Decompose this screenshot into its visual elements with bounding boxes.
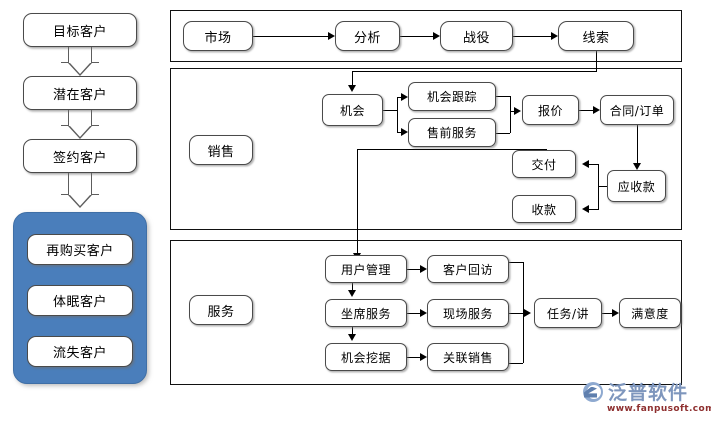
retention-item-repurchase[interactable]: 再购买客户 xyxy=(27,234,133,265)
panel-marketing xyxy=(170,10,682,62)
edge-agent-to-mining xyxy=(352,327,353,336)
retention-item-churned[interactable]: 流失客户 xyxy=(27,336,133,367)
node-opportunity-tracking[interactable]: 机会跟踪 xyxy=(408,82,496,111)
node-lead[interactable]: 线索 xyxy=(558,21,634,51)
edge-presale-merge xyxy=(496,133,510,134)
edge-opp-split xyxy=(397,97,398,132)
block-arrow-potential-to-signed xyxy=(61,110,99,139)
node-agent-service[interactable]: 坐席服务 xyxy=(325,299,407,327)
edge-merge-to-quote xyxy=(510,111,516,112)
node-user-management[interactable]: 用户管理 xyxy=(325,255,407,283)
edge-sales-to-service-horizontal xyxy=(357,149,547,150)
section-label-service: 服务 xyxy=(189,295,253,325)
node-market[interactable]: 市场 xyxy=(183,21,253,51)
arrowhead-lead-to-opportunity xyxy=(348,85,356,92)
edge-usermgmt-to-agent xyxy=(352,283,353,292)
arrowhead-quote-to-contract xyxy=(593,106,600,114)
edge-analysis-campaign xyxy=(400,36,433,37)
edge-merge-vertical xyxy=(510,96,511,133)
edge-sales-to-service-vertical xyxy=(357,149,358,257)
arrowhead-agent-to-field xyxy=(420,309,427,317)
edge-receivable-to-receipt xyxy=(589,209,599,210)
edge-crosssell-merge xyxy=(509,363,523,364)
panel-service xyxy=(170,240,682,385)
node-field-service[interactable]: 现场服务 xyxy=(427,299,509,327)
block-arrow-target-to-potential xyxy=(61,47,99,76)
edge-lead-left xyxy=(352,71,597,72)
node-task[interactable]: 任务/讲 xyxy=(534,298,602,328)
brand-url: www.fanpusoft.com xyxy=(607,404,711,414)
arrowhead-opp-to-presale xyxy=(401,128,408,136)
edge-service-merge-vertical xyxy=(523,262,524,363)
node-cross-sell[interactable]: 关联销售 xyxy=(427,343,509,371)
node-receivable[interactable]: 应收款 xyxy=(607,170,666,202)
edge-field-merge xyxy=(509,313,523,314)
edge-campaign-lead xyxy=(513,36,551,37)
brand-logo: 泛普软件 www.fanpusoft.com xyxy=(583,378,711,414)
panel-sales xyxy=(170,68,682,230)
edge-usermgmt-to-revisit xyxy=(407,269,420,270)
arrowhead-opp-to-tracking xyxy=(401,93,408,101)
edge-opp-to-presale xyxy=(397,132,403,133)
arrowhead-receivable-to-delivery xyxy=(582,160,589,168)
retention-item-dormant[interactable]: 体眠客户 xyxy=(27,285,133,316)
arrowhead-market-analysis xyxy=(328,32,335,40)
edge-opp-to-tracking xyxy=(397,97,403,98)
arrowhead-merge-to-quote xyxy=(514,107,521,115)
edge-opp-stem xyxy=(383,110,397,111)
edge-quote-to-contract xyxy=(579,110,593,111)
node-satisfaction[interactable]: 满意度 xyxy=(619,298,681,328)
edge-agent-to-field xyxy=(407,313,420,314)
node-contract-order[interactable]: 合同/订单 xyxy=(600,95,674,125)
node-opportunity[interactable]: 机会 xyxy=(322,94,383,126)
edge-lead-to-opportunity xyxy=(352,71,353,87)
node-campaign[interactable]: 战役 xyxy=(440,21,513,51)
edge-receivable-split xyxy=(598,164,599,209)
node-delivery[interactable]: 交付 xyxy=(512,150,576,178)
section-label-sales: 销售 xyxy=(189,135,253,165)
arrowhead-agent-to-mining xyxy=(348,334,356,341)
fanpu-logo-icon xyxy=(583,381,605,403)
arrowhead-task-to-satisfaction xyxy=(612,309,619,317)
node-quote[interactable]: 报价 xyxy=(522,95,579,125)
arrowhead-mining-to-crosssell xyxy=(420,353,427,361)
arrowhead-campaign-lead xyxy=(551,32,558,40)
node-customer-revisit[interactable]: 客户回访 xyxy=(427,255,509,283)
arrowhead-usermgmt-to-agent xyxy=(348,290,356,297)
edge-lead-down xyxy=(596,51,597,71)
edge-task-to-satisfaction xyxy=(602,313,612,314)
lifecycle-stage-signed[interactable]: 签约客户 xyxy=(23,139,137,173)
brand-name: 泛普软件 xyxy=(608,382,689,404)
lifecycle-stage-potential[interactable]: 潜在客户 xyxy=(23,76,137,110)
arrowhead-analysis-campaign xyxy=(433,32,440,40)
edge-revisit-merge xyxy=(509,262,523,263)
edge-market-analysis xyxy=(253,36,328,37)
block-arrow-signed-to-retention xyxy=(61,173,99,208)
edge-receivable-stem xyxy=(598,186,607,187)
arrowhead-usermgmt-to-revisit xyxy=(420,265,427,273)
edge-tracking-merge xyxy=(496,96,510,97)
node-analysis[interactable]: 分析 xyxy=(335,21,400,51)
arrowhead-merge-to-task xyxy=(524,309,531,317)
edge-receivable-to-delivery xyxy=(589,164,599,165)
lifecycle-stage-target[interactable]: 目标客户 xyxy=(23,13,137,47)
node-receipt[interactable]: 收款 xyxy=(512,195,576,223)
arrowhead-contract-to-receivable xyxy=(633,163,641,170)
edge-mining-to-crosssell xyxy=(407,357,420,358)
edge-contract-to-receivable xyxy=(637,125,638,166)
arrowhead-receivable-to-receipt xyxy=(582,205,589,213)
node-presale-service[interactable]: 售前服务 xyxy=(408,118,496,147)
node-opportunity-mining[interactable]: 机会挖据 xyxy=(325,343,407,371)
